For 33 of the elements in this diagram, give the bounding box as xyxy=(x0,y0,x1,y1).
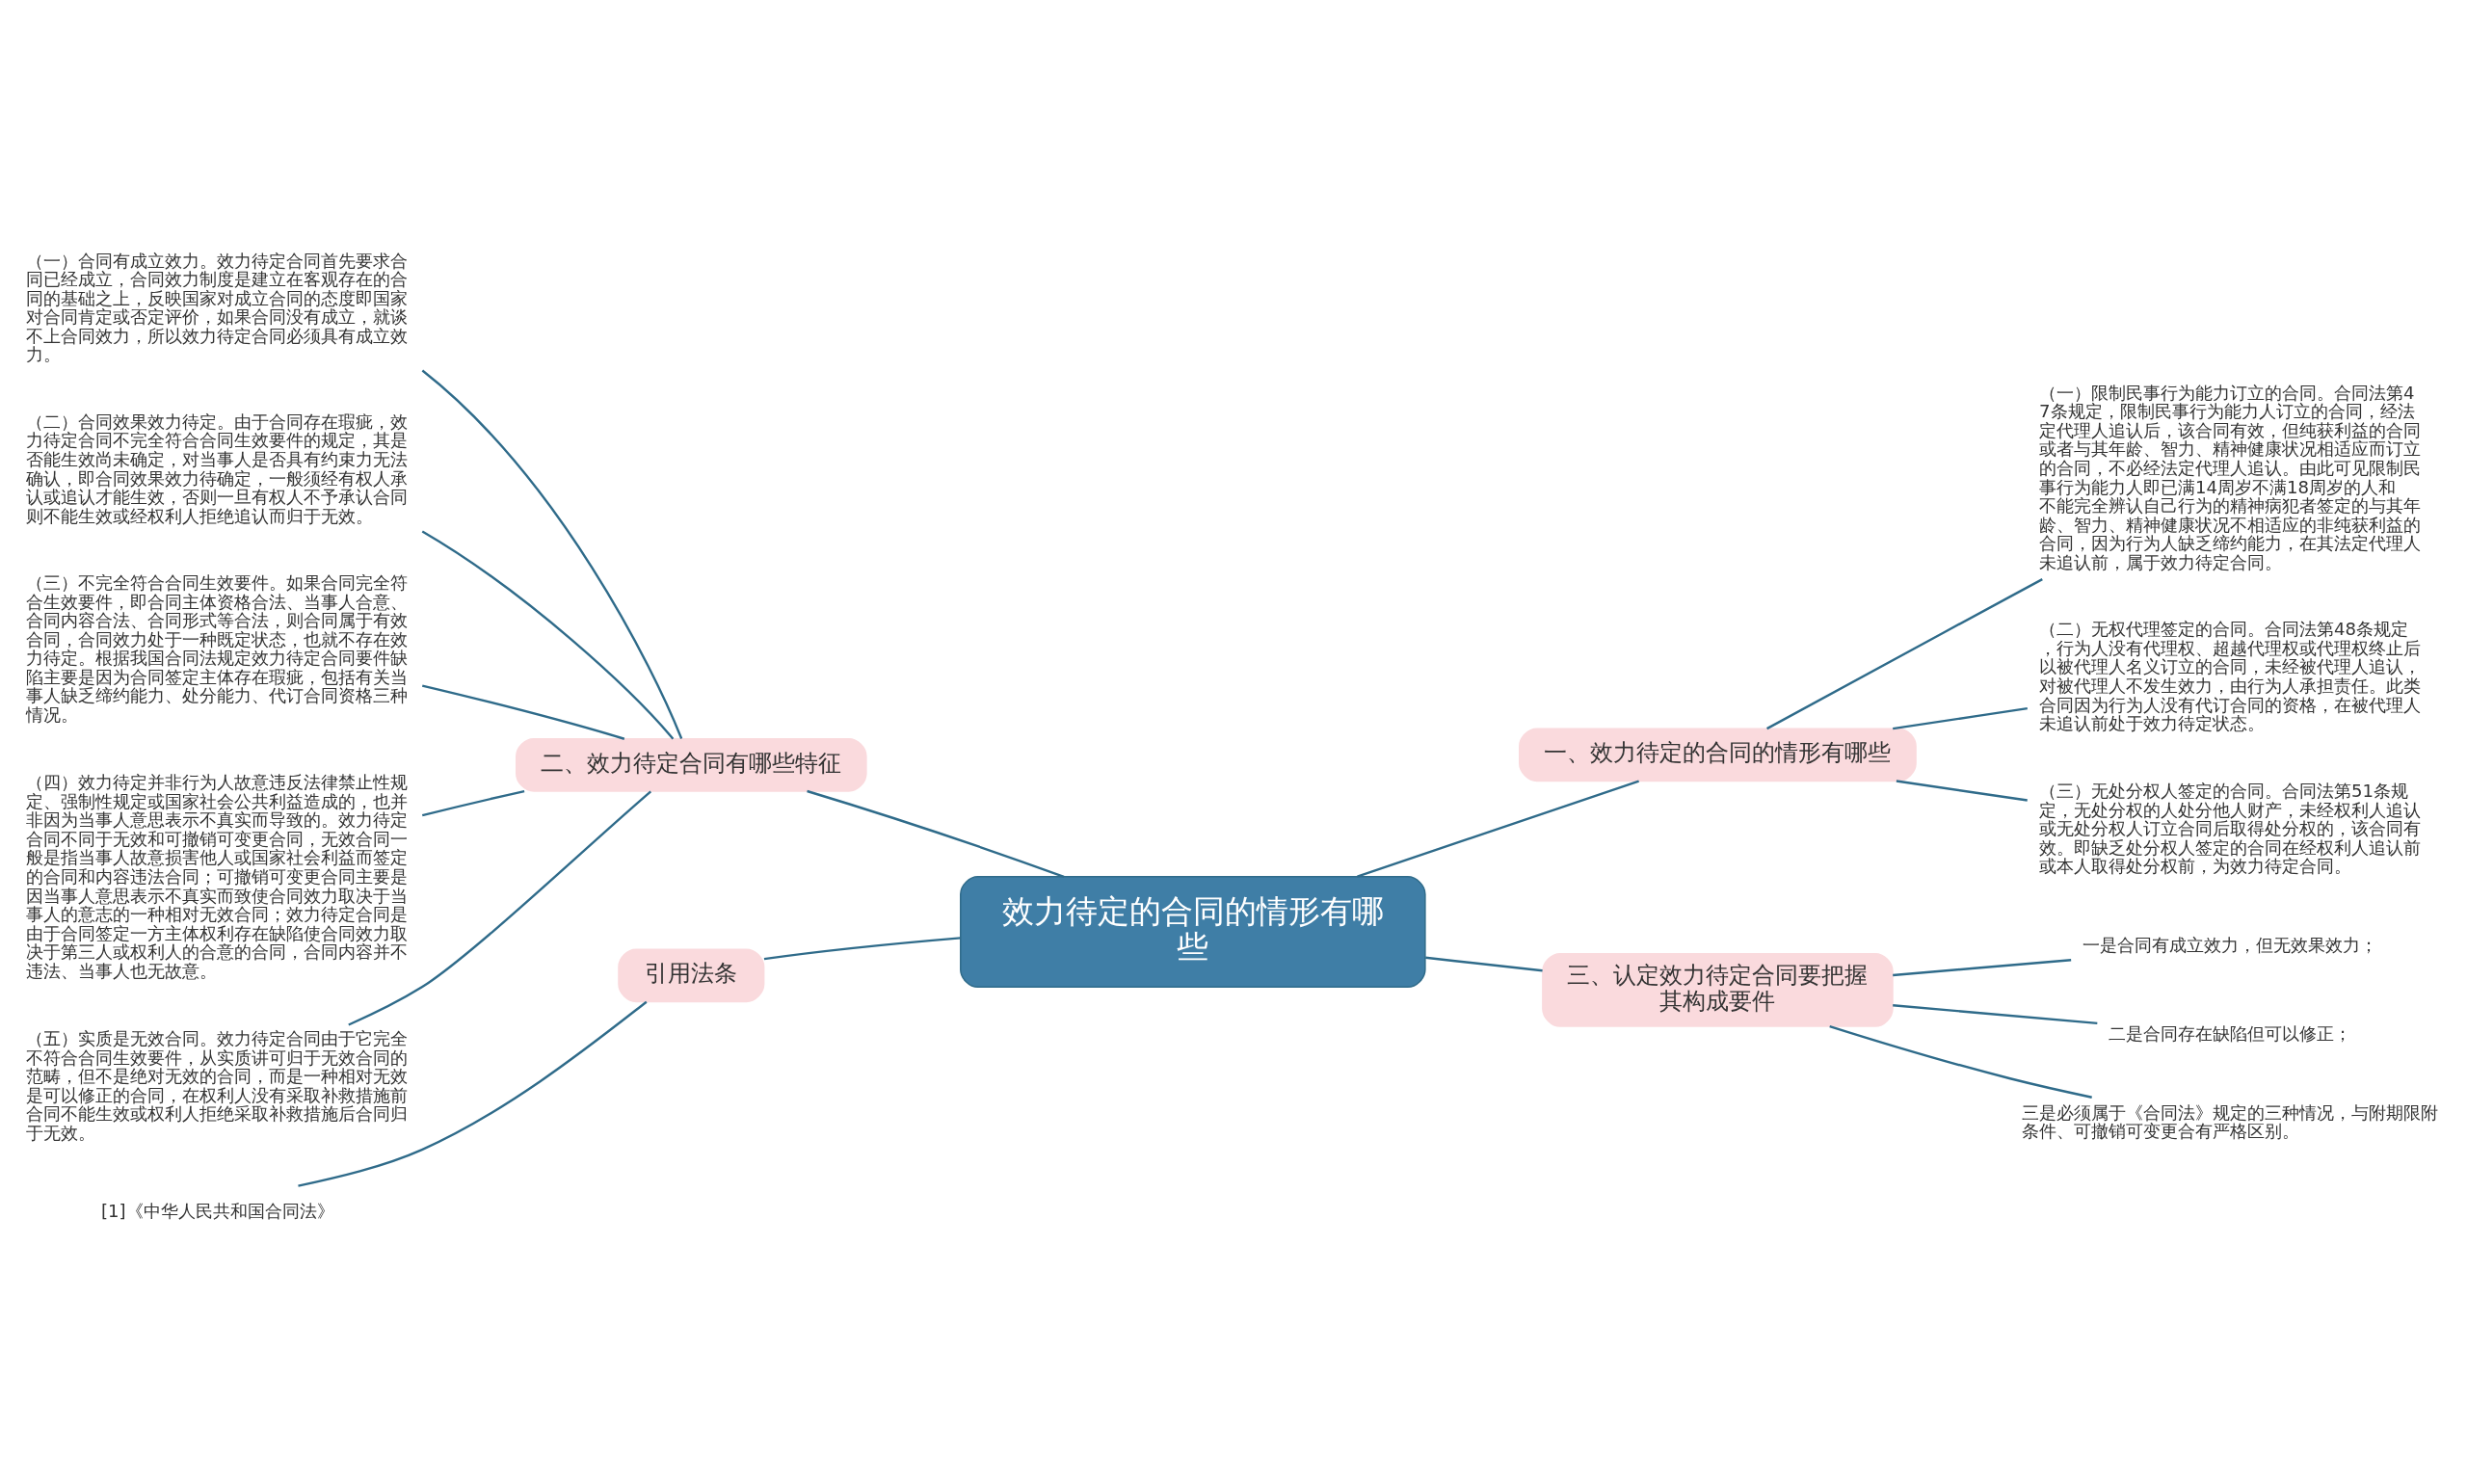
connector xyxy=(1766,577,2043,729)
node-text: 二是合同存在缺陷但可以修正； xyxy=(2109,1022,2352,1044)
node-text: 一是合同有成立效力，但无效果效力； xyxy=(2082,934,2378,955)
connector xyxy=(1829,1024,2092,1099)
node-box: 三、认定效力待定合同要把握其构成要件 xyxy=(1542,952,1894,1027)
connector xyxy=(1425,956,1543,971)
connector xyxy=(421,789,525,816)
connector xyxy=(1893,958,2072,976)
connector xyxy=(348,789,652,1026)
node-box: 二、效力待定合同有哪些特征 xyxy=(516,737,867,792)
node-box: 一、效力待定的合同的情形有哪些 xyxy=(1519,727,1917,782)
connector xyxy=(807,789,1065,878)
connector xyxy=(1896,779,2028,802)
node-text: （二）无权代理签定的合同。合同法第48条规定，行为人没有代理权、超越代理权或代理权终止后以被代理人名义订立的合同，未经被代理人追认，对被代理人不发生效力，由行为人承担责任。此类合同因为行为人没有代订合同的资格，在被代理人未追认前处于效力待定状态。 xyxy=(2039,618,2422,733)
connector xyxy=(421,369,683,739)
node-text: （二）合同效果效力待定。由于合同存在瑕疵，效力待定合同不完全符合合同生效要件的规定，其是否能生效尚未确定，对当事人是否具有约束力无法确认，即合同效果效力待确定，一般须经有权人承认或追认才能生效，否则一旦有权人不予承认合同则不能生效或经权利人拒绝追认而归于无效。 xyxy=(25,411,408,526)
connector xyxy=(763,936,961,960)
node-box: 效力待定的合同的情形有哪些 xyxy=(960,875,1426,988)
node-text: 三是必须属于《合同法》规定的三种情况，与附期限附条件、可撤销可变更合有严格区别。 xyxy=(2022,1101,2439,1141)
node-text: （一）限制民事行为能力订立的合同。合同法第47条规定，限制民事行为能力人订立的合同，经法定代理人追认后，该合同有效，但纯获利益的合同或者与其年龄、智力、精神健康状况相适应而订立的合同，不必经法定代理人追认。由此可见限制民事行为能力人即已满14周岁不满18周岁的人和不能完全辨认自己行为的精神病犯者签定的与其年龄、智力、精神健康状况不相适应的非纯获利益的合同，因为行为人缺乏缔约能力，在其法定代理人未追认前，属于效力待定合同。 xyxy=(2039,382,2422,572)
connector xyxy=(1893,706,2028,729)
connector xyxy=(421,683,625,740)
node-text: （三）不完全符合合同生效要件。如果合同完全符合生效要件，即合同主体资格合法、当事人合意、合同内容合法、合同形式等合法，则合同属于有效合同，合同效力处于一种既定状态，也就不存在效力待定。根据我国合同法规定效力待定合同要件缺陷主要是因为合同签定主体存在瑕疵，包括有关当事人缺乏缔约能力、处分能力、代订合同资格三种情况。 xyxy=(25,571,408,725)
connector xyxy=(1893,1003,2098,1024)
node-text: （一）合同有成立效力。效力待定合同首先要求合同已经成立，合同效力制度是建立在客观存在的合同的基础之上，反映国家对成立合同的态度即国家对合同肯定或否定评价，如果合同没有成立，就谈不上合同效力，所以效力待定合同必须具有成立效力。 xyxy=(25,250,408,364)
node-box: 引用法条 xyxy=(618,947,765,1002)
node-text: （五）实质是无效合同。效力待定合同由于它完全不符合合同生效要件，从实质讲可归于无效合同的范畴，但不是绝对无效的合同，而是一种相对无效是可以修正的合同，在权利人没有采取补救措施前合同不能生效或权利人拒绝采取补救措施后合同归于无效。 xyxy=(25,1027,408,1143)
node-text: （三）无处分权人签定的合同。合同法第51条规定，无处分权的人处分他人财产，未经权利人追认或无处分权人订立合同后取得处分权的，该合同有效。即缺乏处分权人签定的合同在经权利人追认前或本人取得处分权前，为效力待定合同。 xyxy=(2039,780,2422,876)
node-text: （四）效力待定并非行为人故意违反法律禁止性规定、强制性规定或国家社会公共利益造成的，也并非因为当事人意思表示不真实而导致的。效力待定合同不同于无效和可撤销可变更合同，无效合同一般是指当事人故意损害他人或国家社会利益而签定的合同和内容违法合同；可撤销可变更合同主要是因当事人意思表示不真实而致使合同效力取决于当事人的意志的一种相对无效合同；效力待定合同是由于合同签定一方主体权利存在缺陷使合同效力取决于第三人或权利人的合意的合同，合同内容并不违法、当事人也无故意。 xyxy=(25,771,408,981)
connector xyxy=(1357,779,1639,878)
node-text: [1]《中华人民共和国合同法》 xyxy=(100,1200,334,1221)
connector xyxy=(421,530,675,739)
connector xyxy=(298,1000,648,1187)
